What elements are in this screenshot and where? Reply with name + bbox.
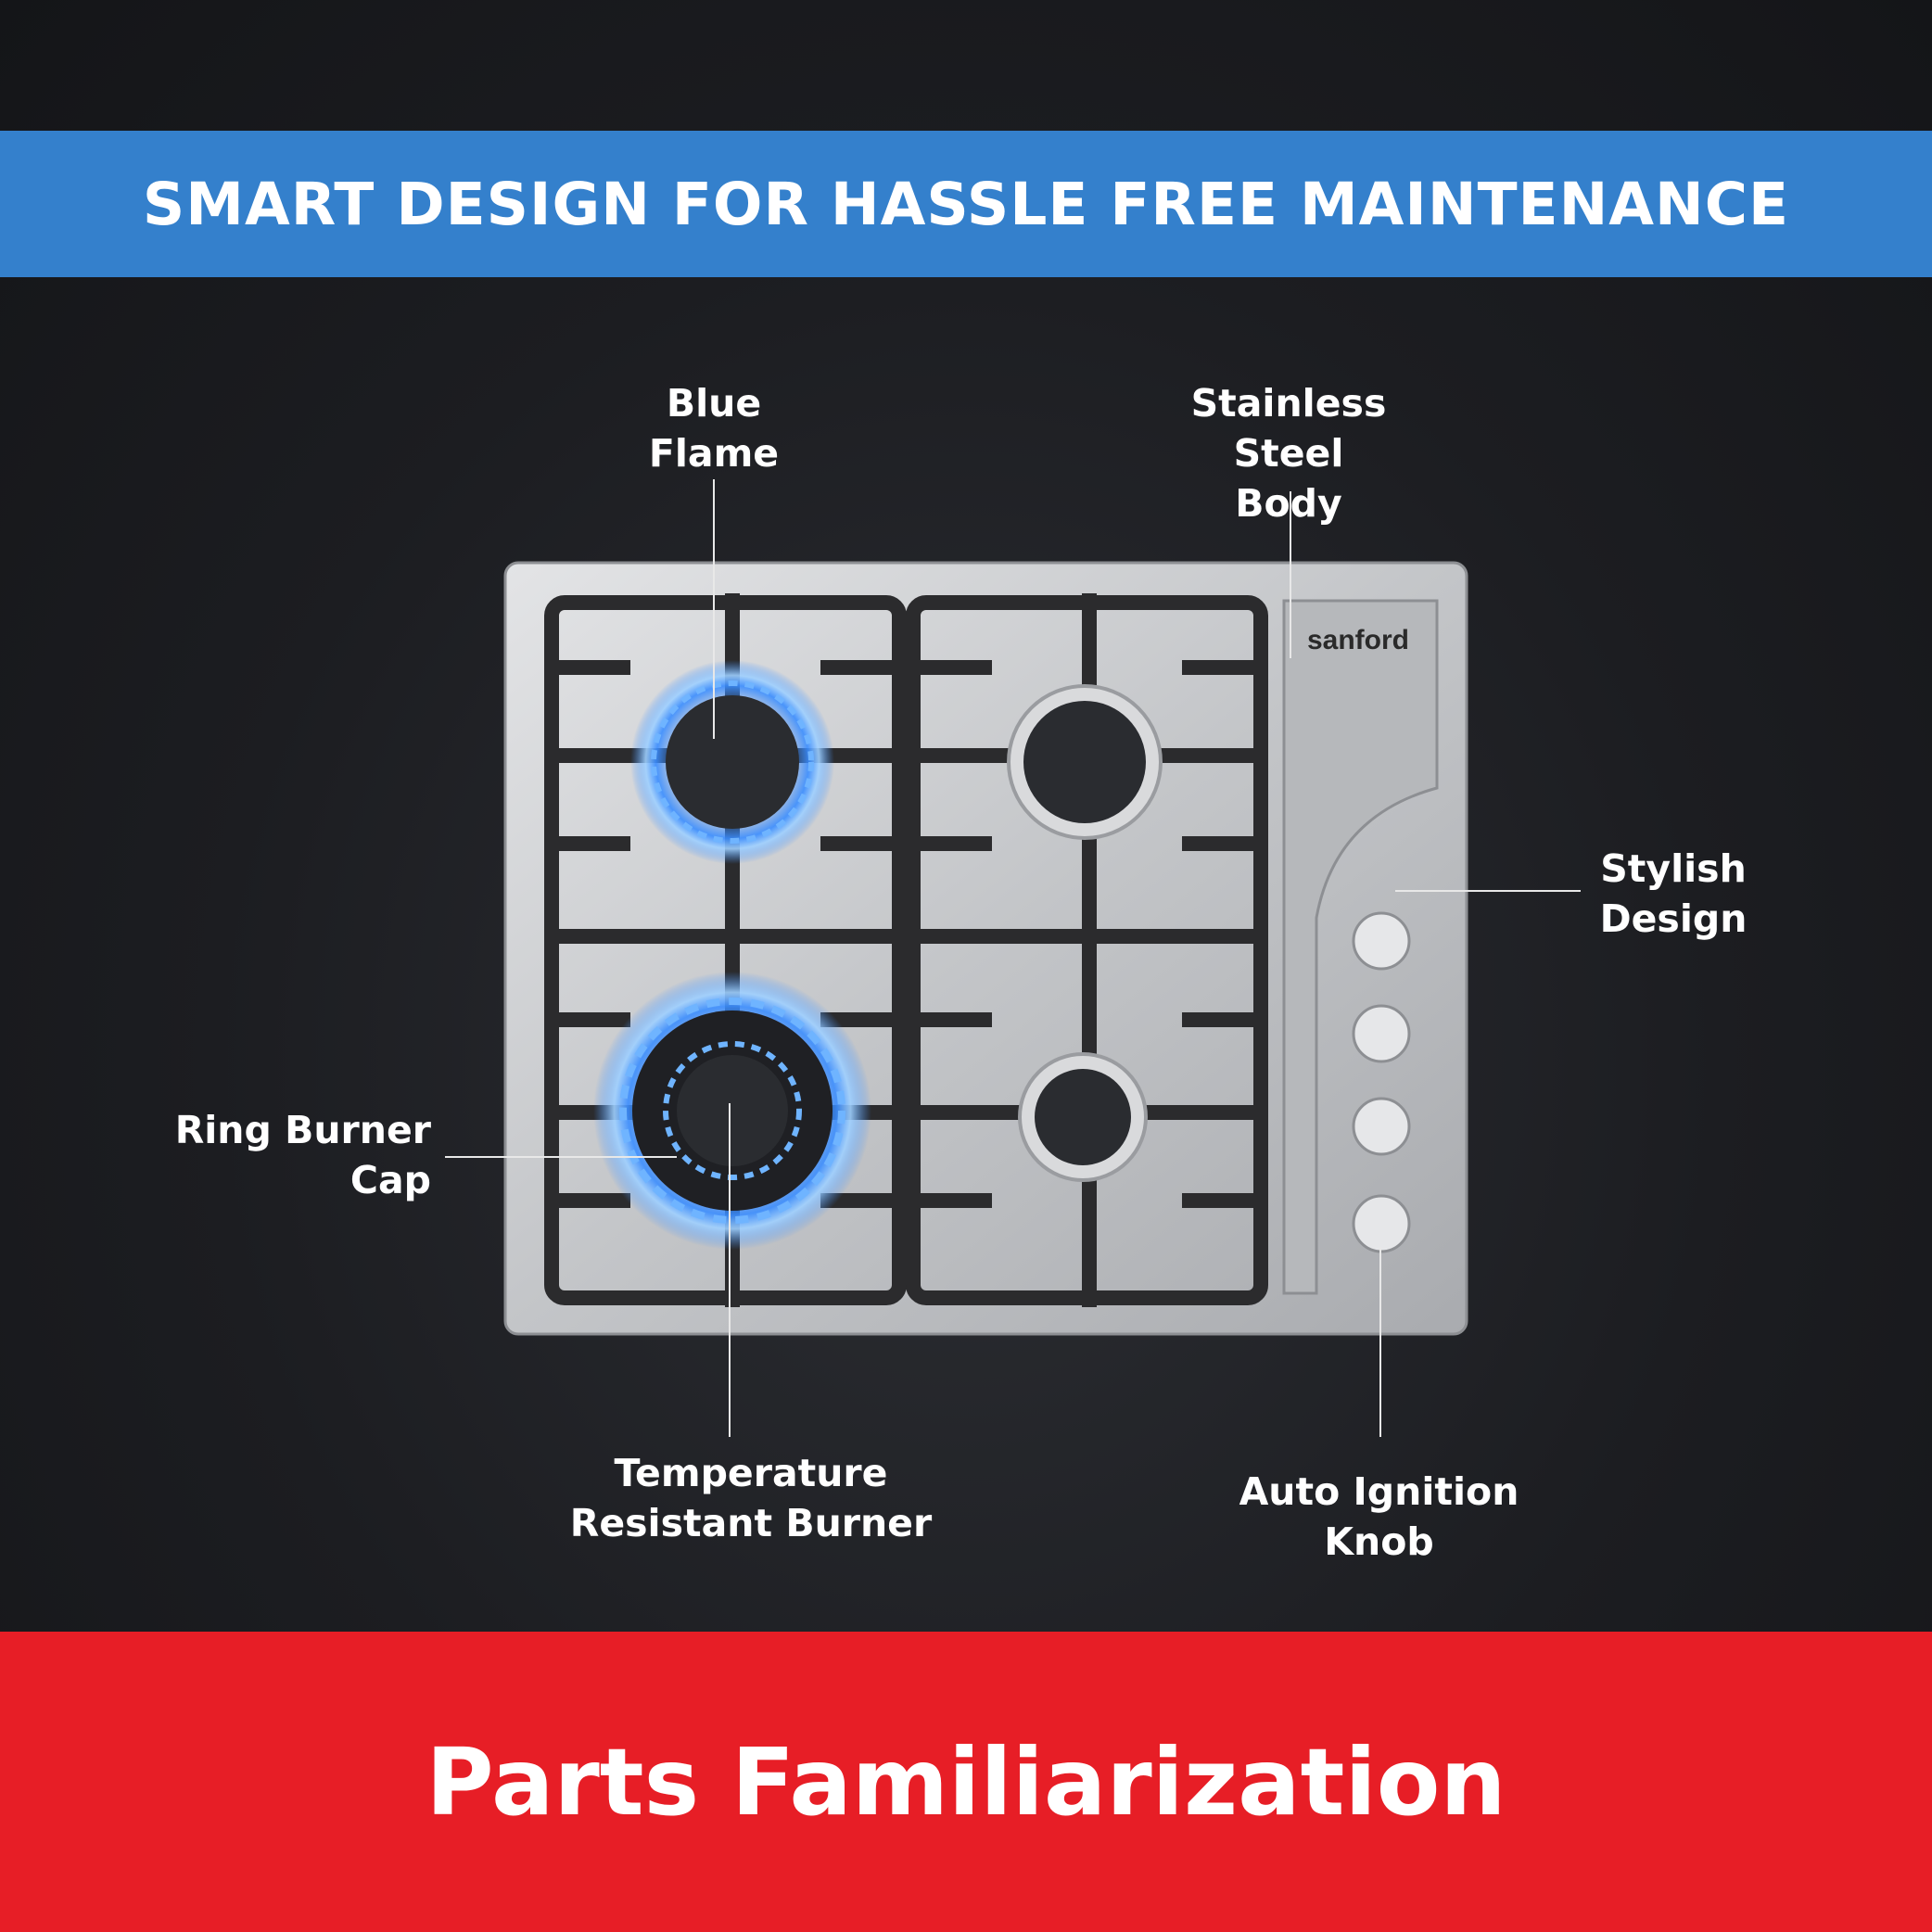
knob-1 bbox=[1352, 911, 1411, 971]
label-auto-ignition-knob: Auto Ignition Knob bbox=[1239, 1469, 1519, 1564]
leader-line-ring-burner bbox=[445, 1156, 677, 1158]
footer-title: Parts Familiarization bbox=[426, 1727, 1506, 1837]
knob-3 bbox=[1352, 1097, 1411, 1156]
brand-logo: sanford bbox=[1307, 625, 1409, 655]
label-stainless-steel-body: Stainless Steel Body bbox=[1190, 381, 1387, 526]
label-blue-flame: Blue Flame bbox=[648, 381, 780, 476]
control-knobs bbox=[1352, 911, 1411, 1253]
burner-top-right bbox=[1007, 684, 1163, 840]
leader-line-auto-ignition bbox=[1379, 1247, 1381, 1437]
leader-line-temperature-burner bbox=[729, 1103, 731, 1437]
header-title: SMART DESIGN FOR HASSLE FREE MAINTENANCE bbox=[142, 170, 1790, 238]
label-stylish-design: Stylish Design bbox=[1599, 846, 1748, 941]
knob-4 bbox=[1352, 1194, 1411, 1253]
header-banner: SMART DESIGN FOR HASSLE FREE MAINTENANCE bbox=[0, 131, 1932, 277]
burner-ring bbox=[593, 972, 871, 1250]
leader-line-stainless-steel bbox=[1290, 491, 1291, 658]
knob-2 bbox=[1352, 1004, 1411, 1063]
label-temperature-resistant-burner: Temperature Resistant Burner bbox=[569, 1451, 933, 1545]
burner-bottom-right bbox=[1018, 1052, 1148, 1182]
leader-line-blue-flame bbox=[713, 479, 715, 739]
leader-line-stylish-design bbox=[1395, 890, 1581, 892]
control-panel-curve bbox=[1282, 599, 1439, 1295]
footer-banner: Parts Familiarization bbox=[0, 1632, 1932, 1932]
label-ring-burner-cap: Ring Burner Cap bbox=[174, 1108, 431, 1202]
burner-top-left bbox=[630, 660, 834, 864]
